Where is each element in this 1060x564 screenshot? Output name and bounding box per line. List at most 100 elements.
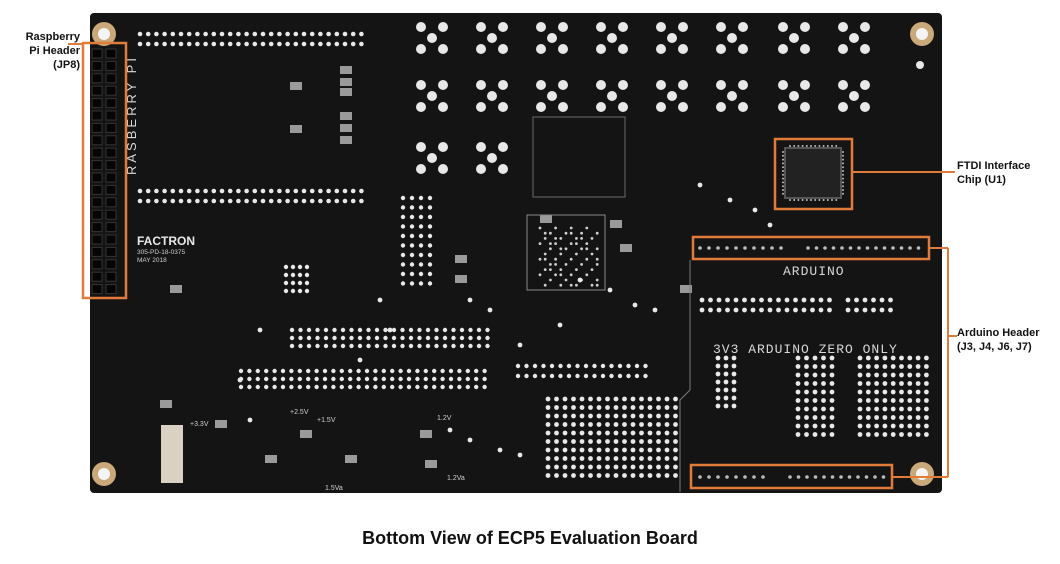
pad [571, 413, 576, 419]
pad [314, 368, 319, 374]
header-pin [91, 197, 103, 208]
smd-component [340, 88, 352, 96]
pad [678, 44, 688, 54]
pad [391, 343, 397, 349]
pad [579, 447, 585, 453]
pad [290, 288, 296, 294]
pad [438, 164, 448, 174]
pad [306, 335, 312, 341]
pad [571, 464, 576, 470]
pad [554, 473, 559, 478]
pad [907, 398, 913, 403]
pad [647, 405, 653, 410]
pad [277, 41, 282, 47]
pad [409, 205, 415, 210]
pad [547, 91, 557, 101]
header-pin [105, 48, 117, 59]
pad [664, 422, 670, 427]
pad [366, 335, 371, 341]
pad [647, 464, 653, 470]
pad [415, 376, 420, 382]
smd-component [215, 420, 227, 428]
pad [605, 447, 610, 453]
pad [517, 342, 523, 348]
pad [571, 430, 576, 436]
pad [427, 252, 433, 258]
pad [247, 384, 252, 390]
pad [759, 297, 764, 303]
pad [260, 31, 266, 37]
pad [829, 389, 835, 395]
pad [440, 376, 445, 382]
pad [400, 262, 406, 267]
pad [874, 364, 879, 369]
pad [854, 297, 859, 303]
pad [304, 272, 310, 278]
pad [716, 80, 726, 90]
pad [595, 283, 599, 287]
pad [860, 44, 870, 54]
pad [626, 373, 631, 379]
pad [750, 297, 756, 303]
pad [673, 447, 678, 453]
pad [373, 368, 378, 374]
pad [673, 439, 678, 444]
pad [673, 396, 678, 402]
pad [442, 343, 448, 349]
pad [427, 271, 433, 277]
pad [838, 22, 848, 32]
pad [465, 376, 470, 382]
pad [622, 422, 627, 427]
pad [340, 343, 346, 349]
pad [451, 327, 456, 333]
pad [915, 406, 921, 412]
pad [890, 364, 896, 369]
pad [752, 475, 756, 479]
silk-arduino: ARDUINO [783, 264, 845, 279]
pad [622, 447, 627, 453]
pad [391, 327, 397, 333]
pad [882, 364, 888, 369]
pad [459, 335, 465, 341]
pad [810, 297, 815, 303]
pad [613, 422, 619, 427]
pad [162, 41, 167, 47]
pad [350, 41, 356, 47]
pad [613, 396, 619, 402]
pad [800, 80, 810, 90]
pad [595, 257, 599, 261]
pad [579, 413, 585, 419]
pad [374, 327, 380, 333]
pad [409, 214, 415, 220]
pad [907, 423, 913, 429]
pad [342, 41, 348, 47]
pad [549, 247, 552, 251]
pad [322, 376, 328, 382]
pad [770, 246, 774, 250]
pad [340, 335, 346, 341]
pad [715, 363, 721, 369]
pad [318, 188, 323, 194]
pad [268, 188, 274, 194]
header-pin [105, 122, 117, 133]
pad [543, 252, 547, 256]
pad [899, 381, 904, 386]
pad [331, 376, 336, 382]
pad [797, 145, 800, 147]
pad [810, 199, 812, 201]
pad [409, 252, 415, 258]
pad [857, 432, 863, 437]
silk-vendor: FACTRON [137, 234, 195, 248]
pad [476, 22, 486, 32]
smd-component [340, 78, 352, 86]
pad [272, 368, 277, 374]
pad [260, 188, 266, 194]
pad [467, 297, 473, 303]
callout-label-arduino: Arduino Header (J3, J4, J6, J7) [957, 327, 1040, 353]
pad [564, 231, 568, 235]
pad [280, 376, 286, 382]
pad [154, 31, 159, 37]
pad [871, 307, 876, 313]
smd-component [425, 460, 437, 468]
pad [186, 188, 192, 194]
